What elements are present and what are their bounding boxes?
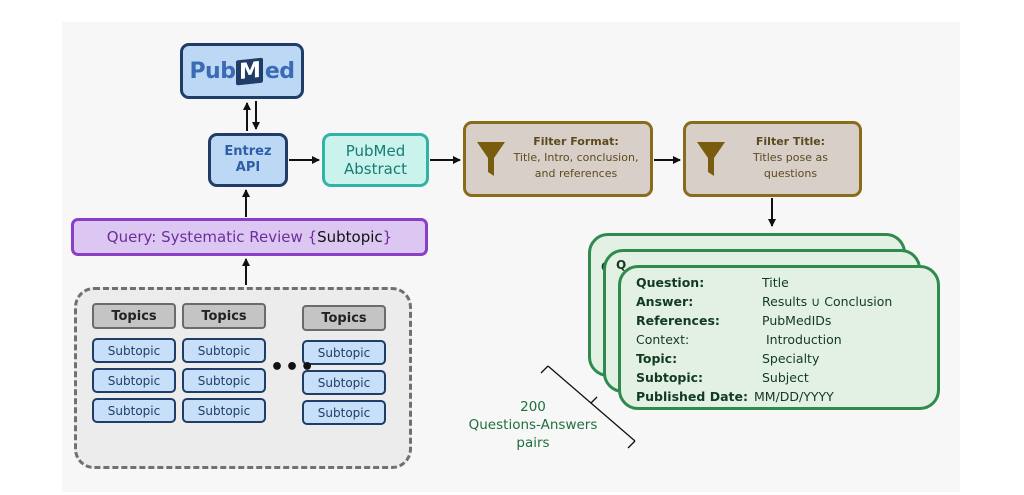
card-label: Question: [636,275,705,290]
query-suffix: } [382,228,393,246]
filter-format-title: Filter Format: [533,135,619,148]
filter-format-line2: and references [534,167,618,180]
abstract-line1: PubMed [345,142,406,160]
card-label: Published Date: [636,389,748,404]
count-bracket-end-top [540,365,549,374]
entrez-api-node: Entrez API [208,133,288,187]
count-line1: 200 [520,399,546,415]
entrez-line2: API [235,160,261,175]
query-subtopic: Subtopic [317,228,383,246]
pubmed-abstract-node: PubMed Abstract [322,133,429,187]
count-bracket [547,365,636,442]
entrez-line1: Entrez [224,144,272,159]
qa-card-front [618,265,940,410]
funnel-icon [697,142,725,176]
card-value: PubMedIDs [762,313,832,328]
card-value: Specialty [762,351,820,366]
card-value: Subject [762,370,809,385]
subtopic-item: Subtopic [182,368,266,393]
filter-title-title: Filter Title: [755,135,826,148]
subtopic-item: Subtopic [92,338,176,363]
count-line3: pairs [516,435,550,451]
topic-header: Topics [92,303,176,329]
filter-title-node: Filter Title: Titles pose as questions [683,121,862,197]
subtopic-item: Subtopic [92,368,176,393]
qa-pairs-caption: 200 Questions-Answers pairs [448,398,618,452]
card-label: Topic: [636,351,678,366]
card-value: MM/DD/YYYY [754,389,834,404]
card-value: Title [762,275,789,290]
subtopic-item: Subtopic [182,398,266,423]
card-label: Answer: [636,294,694,309]
funnel-icon [477,142,505,176]
topic-header: Topics [182,303,266,329]
card-label: References: [636,313,720,328]
subtopic-item: Subtopic [182,338,266,363]
count-line2: Questions-Answers [468,417,598,433]
ellipsis: ••• [270,355,316,380]
filter-title-line1: Titles pose as [753,151,828,164]
card-label: Subtopic: [636,370,704,385]
card-label: Context: [636,332,690,347]
subtopic-item: Subtopic [302,340,386,365]
card-value: Introduction [766,332,842,347]
qa-card-peek: Q [616,258,627,272]
subtopic-item: Subtopic [302,400,386,425]
filter-title-line2: questions [763,167,818,180]
card-value: Results ∪ Conclusion [762,294,893,309]
subtopic-item: Subtopic [302,370,386,395]
subtopic-item: Subtopic [92,398,176,423]
count-bracket-tick [590,396,598,404]
count-bracket-end-bottom [627,440,636,449]
query-prefix: Query: Systematic Review { [106,228,318,246]
filter-format-line1: Title, Intro, conclusion, [513,151,639,164]
abstract-line2: Abstract [344,160,407,178]
filter-format-node: Filter Format: Title, Intro, conclusion,… [463,121,653,197]
query-node: Query: Systematic Review {Subtopic} [71,218,428,256]
topic-header: Topics [302,305,386,331]
